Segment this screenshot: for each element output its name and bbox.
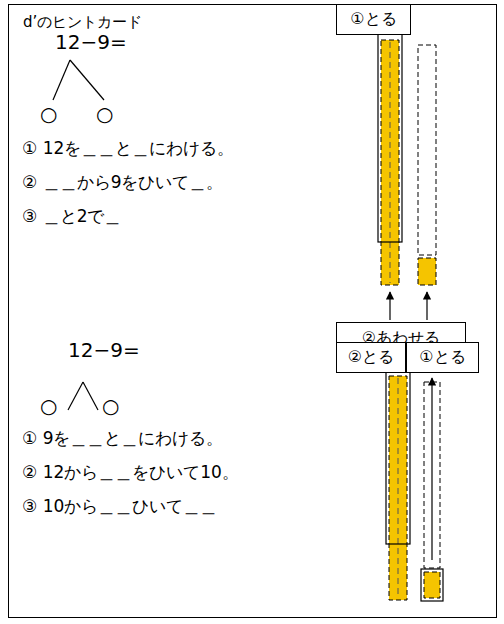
hint-card: d’のヒントカード①とる②あわせる②とる①とる: [8, 4, 497, 618]
node-text: d’のヒントカード: [23, 13, 482, 32]
action-box: ①とる: [406, 342, 479, 373]
tens-rod: [378, 34, 402, 285]
blank-circle: ○: [96, 102, 113, 126]
split-tree: [53, 60, 104, 100]
node-text: ①とる: [350, 9, 396, 30]
action-box: ②とる: [336, 342, 406, 373]
step-text: ③ 10から＿＿ひいて＿＿: [22, 496, 217, 516]
ones-column: [421, 378, 443, 601]
tens-rod: [386, 372, 410, 600]
step-text: ② 12から＿＿をひいて10。: [22, 462, 239, 482]
node-text: ②とる: [348, 347, 394, 368]
step-text: ① 9を＿＿と＿にわける。: [22, 428, 223, 448]
blank-circle: ○: [102, 394, 119, 418]
blank-circle: ○: [40, 102, 57, 126]
step-text: ② ＿＿から9をひいて＿。: [22, 172, 223, 192]
step-text: ③ ＿と2で＿: [22, 206, 121, 226]
step-text: ① 12を＿＿と＿にわける。: [22, 138, 234, 158]
combine-arrows: [390, 292, 427, 320]
ones-column: [418, 45, 436, 285]
action-box: ①とる: [336, 4, 411, 35]
expression: 12−9=: [68, 338, 140, 362]
node-text: ①とる: [419, 347, 465, 368]
expression: 12−9=: [55, 30, 127, 54]
blank-circle: ○: [40, 394, 57, 418]
split-tree: [68, 382, 98, 410]
